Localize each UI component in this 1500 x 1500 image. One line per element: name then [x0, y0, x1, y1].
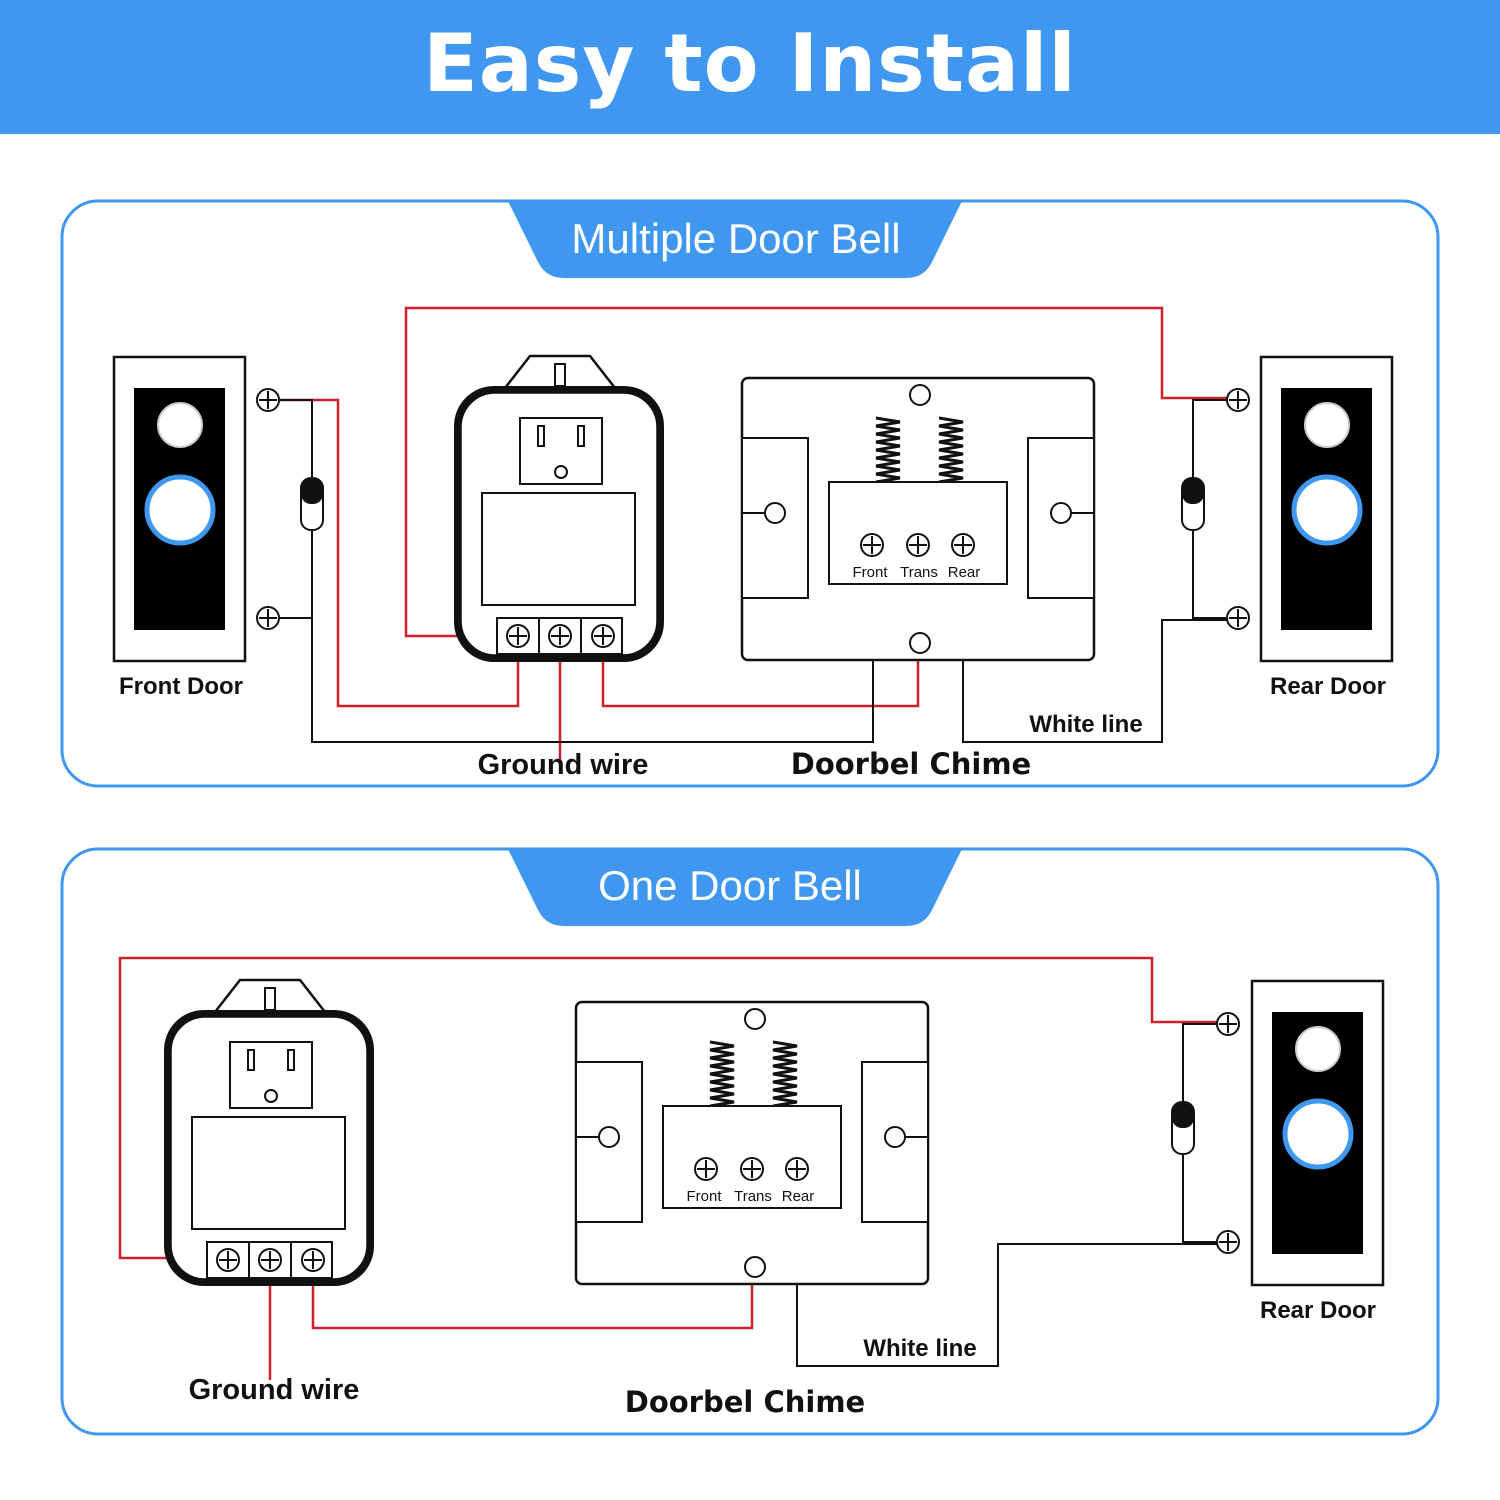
chime-label: Doorbel Chime: [791, 747, 1031, 781]
doorbell-chime: [740, 376, 1096, 662]
terminal-trans-label: Trans: [734, 1188, 772, 1205]
white-line-label: White line: [863, 1335, 976, 1362]
section-tab: [508, 201, 962, 278]
black-wires: [268, 399, 1238, 743]
one-door-bell-panel: One Door Bell: [60, 847, 1440, 1436]
diode-icon: [1181, 477, 1205, 531]
section-tab: [508, 849, 962, 926]
rear-door-label: Rear Door: [1260, 1297, 1376, 1324]
screw-icon: [301, 1248, 325, 1272]
diode-icon: [1171, 1101, 1195, 1155]
black-wires: [796, 1023, 1228, 1367]
terminal-front-label: Front: [852, 564, 888, 581]
rear-door-label: Rear Door: [1270, 673, 1386, 700]
multiple-door-bell-panel: Multiple Door Bell Front Door: [60, 199, 1440, 788]
chime-label: Doorbel Chime: [625, 1385, 865, 1419]
terminal-front-label: Front: [686, 1188, 722, 1205]
screw-icon: [1226, 606, 1250, 630]
doorbell-chime: [574, 1000, 930, 1286]
screw-icon: [1216, 1012, 1240, 1036]
screw-icon: [785, 1157, 809, 1181]
screw-icon: [548, 624, 572, 648]
front-door-bell: [112, 355, 247, 663]
screw-icon: [951, 533, 975, 557]
screw-icon: [740, 1157, 764, 1181]
front-door-label: Front Door: [119, 673, 243, 700]
rear-door-bell: [1250, 979, 1385, 1287]
screw-icon: [258, 1248, 282, 1272]
ground-wire-label: Ground wire: [478, 749, 649, 781]
terminal-rear-label: Rear: [948, 564, 981, 581]
section-title: One Door Bell: [598, 862, 862, 909]
diode-icon: [300, 477, 324, 531]
transformer: [164, 978, 374, 1286]
screw-icon: [860, 533, 884, 557]
transformer: [454, 354, 664, 662]
screw-icon: [506, 624, 530, 648]
screw-icon: [591, 624, 615, 648]
rear-door-bell: [1259, 355, 1394, 663]
ground-wire-label: Ground wire: [189, 1374, 360, 1406]
screw-icon: [256, 606, 280, 630]
screw-icon: [1216, 1230, 1240, 1254]
white-line-label: White line: [1029, 711, 1142, 738]
screw-icon: [1226, 388, 1250, 412]
terminal-trans-label: Trans: [900, 564, 938, 581]
screw-icon: [694, 1157, 718, 1181]
page-title: Easy to Install: [423, 17, 1077, 110]
terminal-rear-label: Rear: [782, 1188, 815, 1205]
screw-icon: [906, 533, 930, 557]
screw-icon: [256, 388, 280, 412]
header-banner: Easy to Install: [0, 0, 1500, 134]
screw-icon: [216, 1248, 240, 1272]
section-title: Multiple Door Bell: [571, 215, 900, 262]
